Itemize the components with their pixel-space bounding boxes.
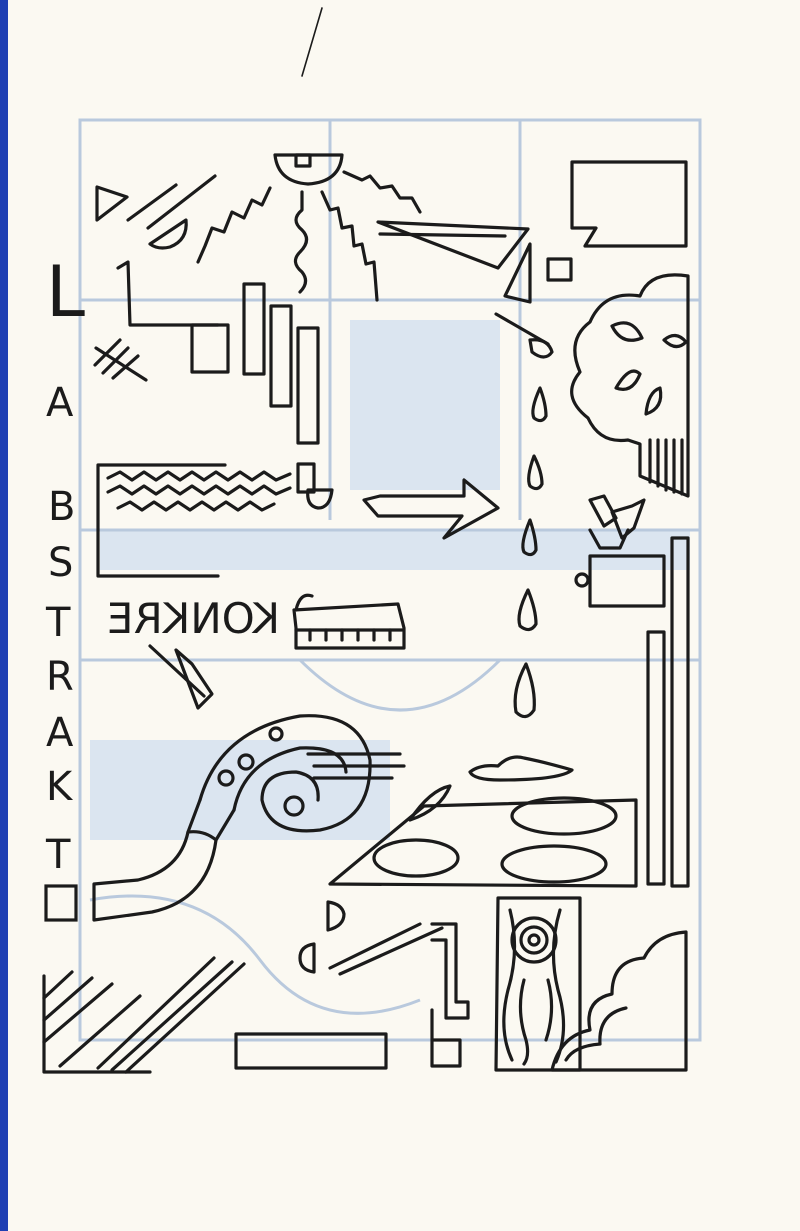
- wave-frame: [96, 463, 227, 578]
- sail-triangle: [503, 242, 532, 304]
- tall-bar: [670, 536, 690, 888]
- water-drop-icon: [517, 588, 538, 632]
- slash-line: [146, 174, 217, 230]
- machine-part: [588, 528, 630, 550]
- speech-bubble-icon: [570, 160, 688, 248]
- leaf-shape: [408, 784, 452, 822]
- hatch-line: [42, 982, 114, 1044]
- small-triangle: [95, 185, 129, 222]
- corner-line: [42, 974, 152, 1074]
- small-block: [296, 462, 316, 494]
- scroll-shape: [92, 714, 406, 922]
- half-disc: [306, 488, 334, 510]
- blue-edge: [0, 0, 8, 1231]
- wedge-line: [378, 232, 507, 238]
- ruler-hook: [294, 593, 314, 612]
- hatch-line: [94, 346, 148, 382]
- hatch-line: [42, 970, 74, 1000]
- machine-box: [588, 554, 666, 608]
- slash-line: [126, 183, 178, 222]
- water-drop-icon: [527, 454, 544, 491]
- hatch-line: [110, 960, 234, 1072]
- wave-line: [106, 470, 292, 482]
- table-shape: [328, 798, 638, 888]
- sun-icon: [196, 153, 422, 302]
- slash-line: [328, 922, 422, 970]
- tall-bar: [646, 630, 666, 886]
- small-square: [546, 257, 573, 282]
- water-drop-icon: [521, 518, 538, 557]
- hatch-line: [96, 956, 216, 1070]
- crank-shape: [430, 1008, 462, 1068]
- bar-block: [242, 282, 266, 376]
- hatch-line: [93, 338, 122, 367]
- wood-grain: [518, 978, 530, 1066]
- bar-block: [296, 326, 320, 445]
- vertical-word-group: L A B S T R A K T: [45, 251, 85, 878]
- letter-r: R: [46, 654, 74, 700]
- slash-line: [338, 926, 444, 976]
- wave-line: [106, 484, 292, 496]
- ghost-background: [78, 118, 702, 1042]
- arrow-icon: [362, 478, 500, 540]
- crank-shape: [430, 922, 470, 1020]
- machine-knob: [574, 572, 590, 588]
- ruler-block: [292, 602, 406, 650]
- cloud-inner-line: [564, 1006, 628, 1062]
- letter-l: L: [46, 251, 85, 333]
- target-ring: [519, 925, 549, 955]
- letter-a: A: [46, 380, 74, 426]
- hatch-line: [124, 962, 246, 1074]
- letter-a2: A: [46, 710, 74, 756]
- hatch-line: [42, 976, 94, 1022]
- half-disc: [148, 218, 188, 250]
- target-ring: [527, 933, 541, 947]
- tree-icon: [570, 273, 690, 498]
- hatch-line: [58, 994, 142, 1068]
- water-drop-icon: [513, 662, 536, 719]
- wood-grain: [544, 978, 554, 1042]
- water-drop-icon: [531, 386, 548, 423]
- oval-shape: [510, 796, 618, 836]
- mirrored-word: KONKRE: [107, 594, 280, 643]
- letter-t: T: [45, 600, 71, 646]
- letter-b: B: [48, 484, 75, 530]
- pencil-tick: [301, 7, 323, 77]
- half-disc: [326, 900, 346, 932]
- square-block: [190, 323, 230, 374]
- target-ring: [510, 916, 558, 964]
- water-drop-icon: [528, 338, 554, 359]
- wedge-shape: [376, 220, 530, 270]
- bottom-bar: [234, 1032, 388, 1070]
- tool-line: [148, 644, 206, 698]
- letter-k: K: [46, 764, 74, 810]
- wave-line: [116, 500, 276, 512]
- letter-s: S: [48, 540, 73, 586]
- oval-shape: [372, 838, 460, 878]
- corner-line: [116, 260, 220, 327]
- ink-drawing: [42, 7, 690, 1074]
- tool-shape: [174, 648, 214, 710]
- machine-part: [610, 498, 646, 540]
- saucer-shape: [468, 755, 574, 782]
- half-disc: [298, 942, 316, 974]
- bar-block: [269, 304, 293, 408]
- oval-shape: [500, 844, 608, 884]
- square-mark: [44, 884, 78, 922]
- cloud-corner-icon: [550, 930, 688, 1072]
- letter-t2: T: [45, 832, 71, 878]
